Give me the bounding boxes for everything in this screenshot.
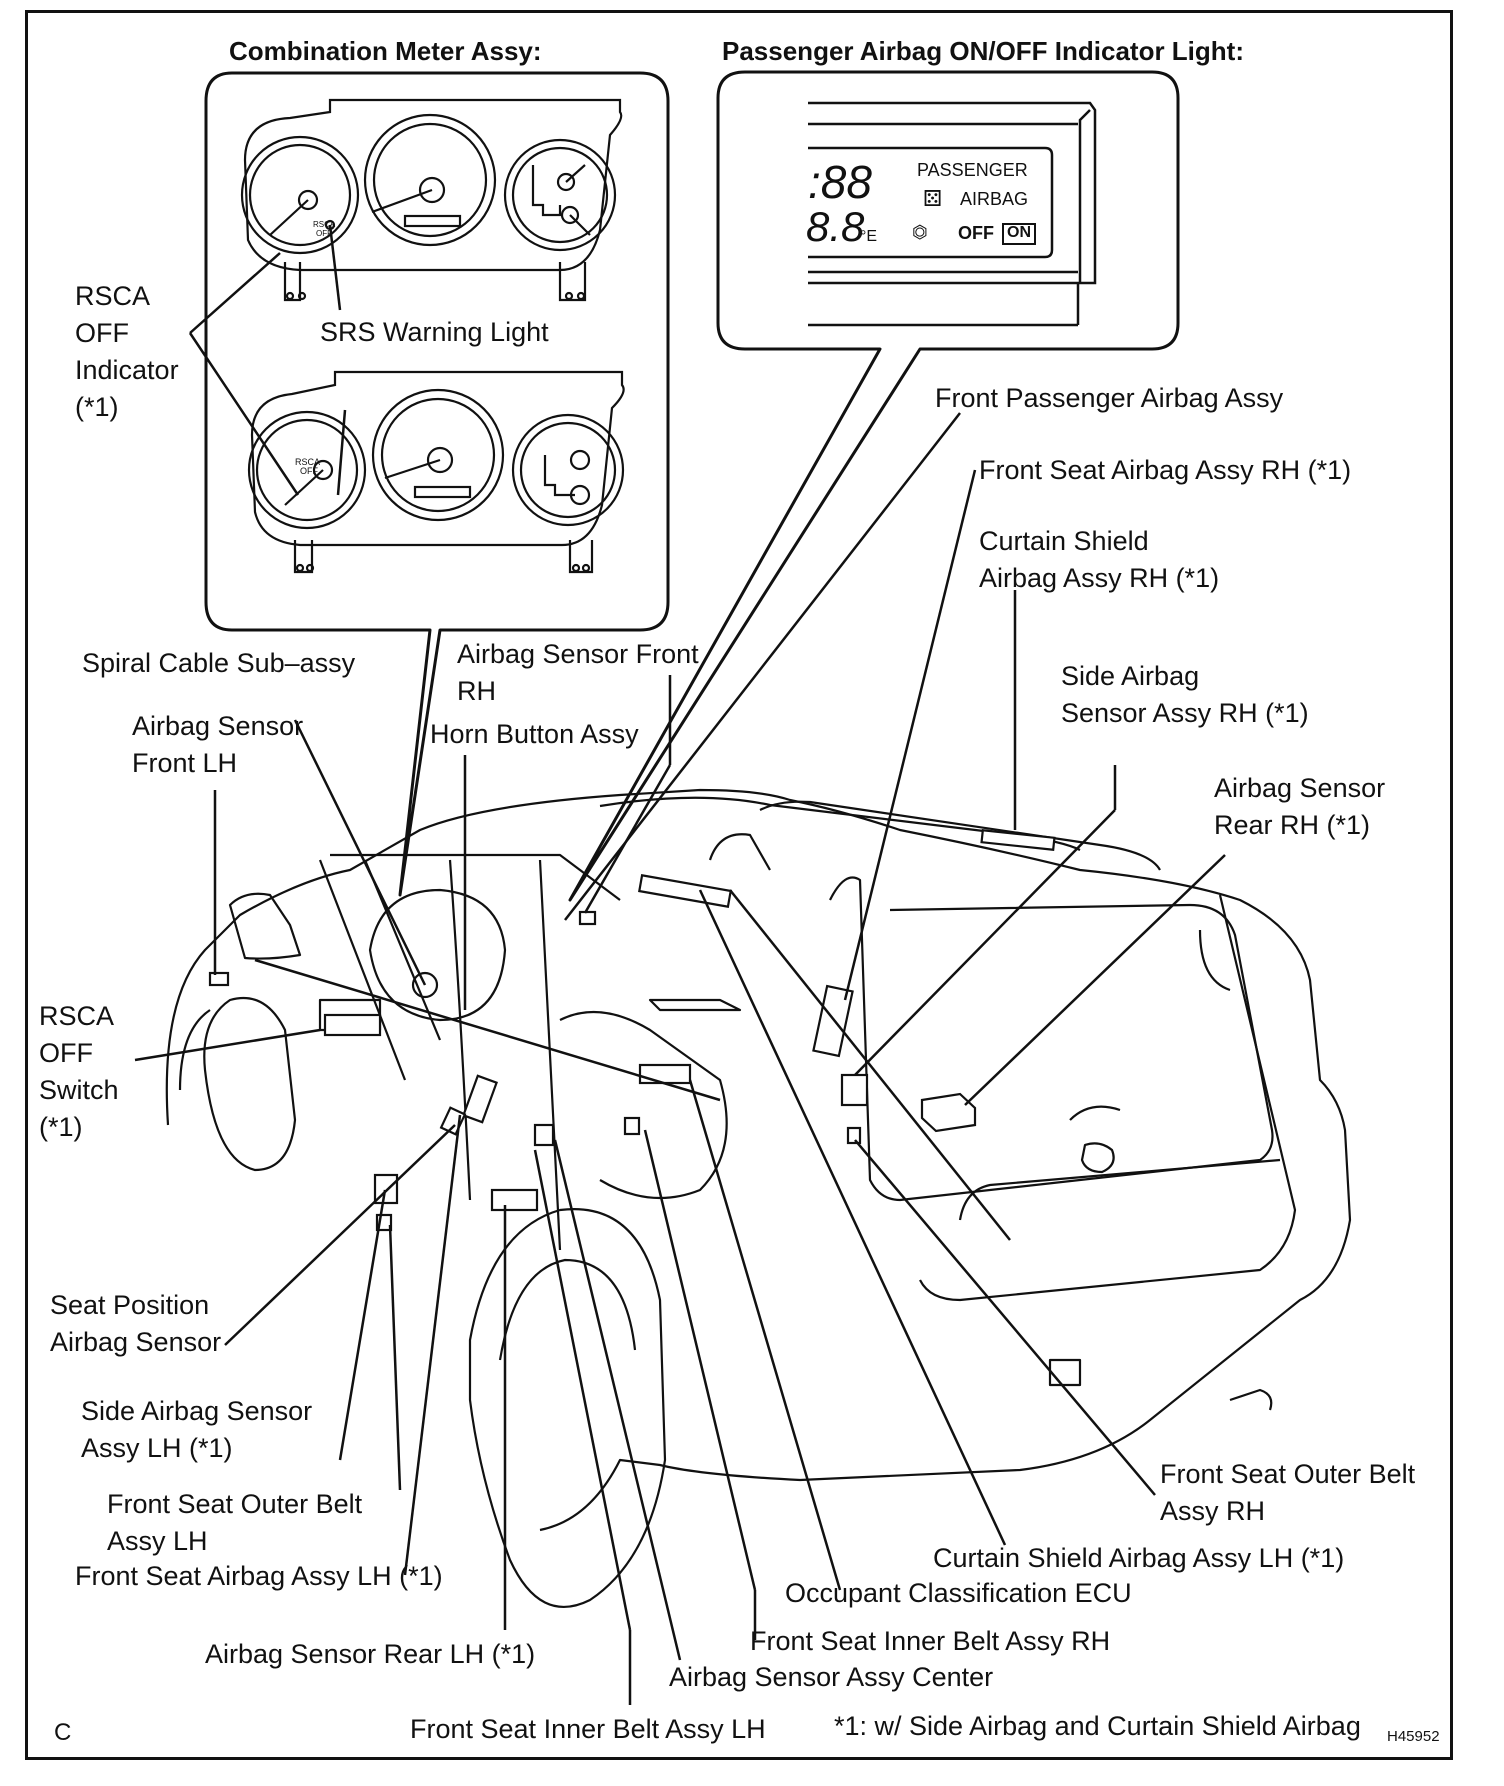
passenger-indicator-header: Passenger Airbag ON/OFF Indicator Light:: [722, 36, 1244, 66]
indicator-callout-box: [568, 70, 1180, 902]
airbag-sensor-front-lh-part: [208, 971, 230, 987]
leader-lines: [134, 224, 1226, 1705]
display-on-text: ON: [1007, 224, 1031, 241]
display-passenger-text: PASSENGER: [917, 160, 1028, 180]
seatbelt-person-icon: ⚄: [923, 186, 943, 211]
combination-meter-header: Combination Meter Assy:: [229, 36, 542, 66]
seat-position-sensor-part: [439, 1106, 467, 1136]
curtain-shield-rh-part: [980, 829, 1056, 851]
meter-cluster-lower: RSCA OFF: [247, 370, 625, 574]
label-front-seat-inner-belt-lh: Front Seat Inner Belt Assy LH: [410, 1714, 766, 1744]
side-airbag-sensor-rh-part: [840, 1073, 869, 1107]
indicator-panel: [808, 101, 1097, 327]
meter-callout-box: [204, 71, 670, 897]
label-airbag-sensor-front-rh: Airbag Sensor Front RH: [457, 639, 699, 706]
front-seat-airbag-rh-part: [812, 984, 854, 1058]
label-rsca-off-indicator: RSCA OFF Indicator (*1): [75, 281, 179, 422]
label-spiral-cable: Spiral Cable Sub–assy: [82, 648, 356, 678]
front-seat-outer-belt-rh-part: [846, 1126, 862, 1145]
label-side-airbag-sensor-rh: Side Airbag Sensor Assy RH (*1): [1061, 661, 1309, 728]
label-airbag-sensor-center: Airbag Sensor Assy Center: [669, 1662, 994, 1692]
label-airbag-sensor-front-lh: Airbag Sensor Front LH: [132, 711, 304, 778]
meter-cluster-upper: [240, 98, 623, 302]
label-seat-position-sensor: Seat Position Airbag Sensor: [50, 1290, 222, 1357]
airbag-sensor-center-part: [533, 1123, 555, 1147]
display-digits-top: :88: [808, 156, 872, 208]
display-off-text: OFF: [958, 223, 994, 243]
figure-code: H45952: [1387, 1728, 1440, 1745]
label-occupant-classification-ecu: Occupant Classification ECU: [785, 1578, 1132, 1608]
display-unit: °E: [860, 228, 878, 245]
label-curtain-shield-lh: Curtain Shield Airbag Assy LH (*1): [933, 1543, 1345, 1573]
vehicle-illustration: [165, 788, 1352, 1609]
meter-off-small: OFF: [316, 229, 332, 238]
car-icon: ⏣: [912, 222, 928, 242]
corner-letter: C: [54, 1719, 72, 1746]
label-front-passenger-airbag: Front Passenger Airbag Assy: [935, 383, 1284, 413]
footnote: *1: w/ Side Airbag and Curtain Shield Ai…: [834, 1711, 1361, 1741]
airbag-sensor-rear-lh-part: [490, 1188, 539, 1212]
label-front-seat-inner-belt-rh: Front Seat Inner Belt Assy RH: [750, 1626, 1111, 1656]
label-srs-warning-light: SRS Warning Light: [320, 317, 549, 347]
occupant-ecu-part: [638, 1063, 692, 1085]
label-curtain-shield-rh: Curtain Shield Airbag Assy RH (*1): [979, 526, 1220, 593]
front-seat-inner-belt-rh-part: [623, 1116, 641, 1136]
svg-text:OFF: OFF: [300, 466, 318, 476]
display-airbag-text: AIRBAG: [960, 189, 1029, 209]
svg-text:RSCA: RSCA: [295, 457, 320, 467]
label-front-seat-airbag-rh: Front Seat Airbag Assy RH (*1): [979, 455, 1352, 485]
airbag-sensor-front-rh-part: [578, 910, 597, 926]
airbag-components: [208, 829, 1056, 1232]
label-side-airbag-sensor-lh: Side Airbag Sensor Assy LH (*1): [81, 1396, 313, 1463]
label-rsca-off-switch: RSCA OFF Switch (*1): [39, 1001, 119, 1142]
label-airbag-sensor-rear-rh: Airbag Sensor Rear RH (*1): [1214, 773, 1386, 840]
label-front-seat-outer-belt-rh: Front Seat Outer Belt Assy RH: [1160, 1459, 1416, 1526]
diagram-frame: [25, 10, 1453, 1760]
label-front-seat-airbag-lh: Front Seat Airbag Assy LH (*1): [75, 1561, 443, 1591]
front-seat-airbag-lh-part: [462, 1074, 498, 1124]
label-horn-button: Horn Button Assy: [430, 719, 639, 749]
front-passenger-airbag-part: [638, 874, 732, 908]
airbag-sensor-rear-rh-part: [920, 1092, 977, 1133]
meter-rsca-small: RSCA: [313, 220, 336, 229]
display-digits-bottom: 8.8: [806, 203, 865, 250]
label-airbag-sensor-rear-lh: Airbag Sensor Rear LH (*1): [205, 1639, 536, 1669]
rsca-off-switch-part: [323, 1013, 382, 1037]
label-front-seat-outer-belt-lh: Front Seat Outer Belt Assy LH: [107, 1489, 363, 1556]
